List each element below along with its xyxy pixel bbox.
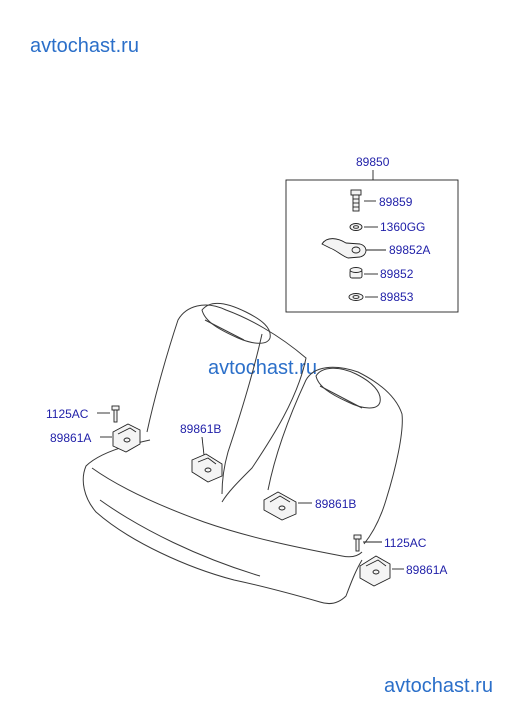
label-1360GG: 1360GG (380, 220, 425, 234)
label-89853: 89853 (380, 290, 414, 304)
rear-seat (82, 303, 403, 605)
label-89852: 89852 (380, 267, 414, 281)
assembly-box (285, 179, 459, 313)
washer-89853 (348, 293, 364, 301)
clip-89861A-left (112, 423, 141, 453)
washer-1360GG (349, 223, 363, 231)
label-1125AC-left: 1125AC (46, 407, 89, 421)
label-89852A: 89852A (389, 243, 430, 257)
label-89859: 89859 (379, 195, 413, 209)
watermark-top: avtochast.ru (30, 35, 139, 57)
clip-89861B-center-right (263, 491, 297, 521)
label-89861B-center-right: 89861B (315, 497, 356, 511)
watermark-bottom: avtochast.ru (384, 675, 493, 697)
bolt-89859 (350, 189, 362, 212)
label-89861A-right: 89861A (406, 563, 447, 577)
label-1125AC-right: 1125AC (384, 536, 427, 550)
clip-89861B-center-left (191, 453, 223, 483)
label-89861B-center-left: 89861B (180, 422, 221, 436)
bracket-89852A (321, 238, 367, 259)
bushing-89852 (349, 267, 363, 279)
bolt-1125AC-left (111, 405, 120, 423)
watermark-middle: avtochast.ru (208, 357, 317, 379)
clip-89861A-right (359, 555, 391, 587)
leader-89861B-center-left (201, 436, 205, 456)
label-89861A-left: 89861A (50, 431, 91, 445)
bolt-1125AC-right (353, 534, 362, 552)
label-89850: 89850 (356, 155, 390, 169)
